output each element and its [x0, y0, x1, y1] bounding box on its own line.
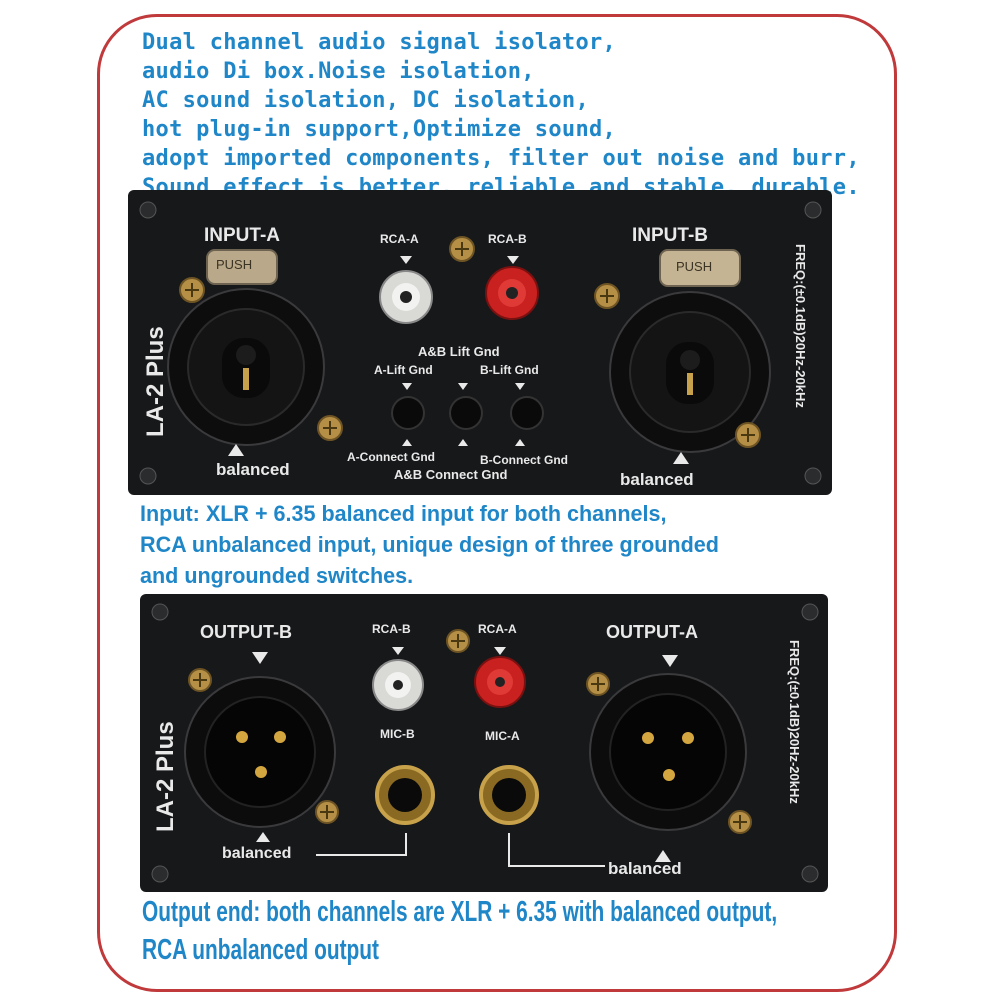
- corner-screw-icon: [139, 467, 157, 485]
- middle-caption-line: RCA unbalanced input, unique design of t…: [140, 532, 719, 557]
- middle-caption: Input: XLR + 6.35 balanced input for bot…: [140, 498, 719, 591]
- rounded-border-frame: [97, 14, 897, 992]
- ground-switch-ab-button: [449, 396, 483, 430]
- corner-screw-icon: [151, 865, 169, 883]
- ground-switch-b-button: [510, 396, 544, 430]
- b-lift-gnd-label: B-Lift Gnd: [480, 363, 539, 377]
- corner-screw-icon: [151, 603, 169, 621]
- model-label: LA-2 Plus: [152, 721, 179, 832]
- freq-label: FREQ:(±0.1dB)20Hz-20kHz: [787, 640, 802, 804]
- bottom-caption-line: Output end: both channels are XLR + 6.35…: [142, 896, 778, 928]
- mic-b-label: MIC-B: [380, 727, 415, 741]
- lift-gnd-title: A&B Lift Gnd: [418, 344, 500, 359]
- top-caption-line: audio Di box.Noise isolation,: [142, 59, 535, 84]
- output-a-label: OUTPUT-A: [606, 622, 698, 642]
- connect-gnd-title: A&B Connect Gnd: [394, 467, 508, 482]
- balanced-output-right-label: balanced: [608, 859, 682, 878]
- output-b-label: OUTPUT-B: [200, 622, 292, 642]
- ground-switch-a-button: [391, 396, 425, 430]
- corner-screw-icon: [801, 603, 819, 621]
- corner-screw-icon: [801, 865, 819, 883]
- input-b-label: INPUT-B: [632, 225, 708, 246]
- rca-b-output-label: RCA-B: [372, 622, 411, 636]
- bottom-caption-line: RCA unbalanced output: [142, 934, 380, 966]
- corner-screw-icon: [804, 467, 822, 485]
- input-a-label: INPUT-A: [204, 225, 280, 246]
- balanced-left-label: balanced: [216, 460, 290, 479]
- balanced-right-label: balanced: [620, 470, 694, 489]
- corner-screw-icon: [139, 201, 157, 219]
- middle-caption-line: and ungrounded switches.: [140, 563, 414, 588]
- a-connect-gnd-label: A-Connect Gnd: [347, 450, 435, 464]
- rca-a-label: RCA-A: [380, 232, 419, 246]
- top-caption-line: AC sound isolation, DC isolation,: [142, 88, 589, 113]
- mic-a-label: MIC-A: [485, 729, 520, 743]
- push-tab-b-icon: [659, 249, 741, 287]
- top-caption-line: adopt imported components, filter out no…: [142, 146, 860, 171]
- balanced-output-left-label: balanced: [222, 845, 292, 862]
- top-caption: Dual channel audio signal isolator, audi…: [142, 28, 860, 202]
- a-lift-gnd-label: A-Lift Gnd: [374, 363, 433, 377]
- push-a-label: PUSH: [216, 257, 253, 272]
- middle-caption-line: Input: XLR + 6.35 balanced input for bot…: [140, 501, 667, 526]
- rca-a-output-label: RCA-A: [478, 622, 517, 636]
- top-caption-line: hot plug-in support,Optimize sound,: [142, 117, 617, 142]
- push-b-label: PUSH: [676, 259, 713, 274]
- rca-b-label: RCA-B: [488, 232, 527, 246]
- push-tab-a-icon: [206, 249, 278, 285]
- bottom-caption: Output end: both channels are XLR + 6.35…: [142, 893, 777, 969]
- corner-screw-icon: [804, 201, 822, 219]
- b-connect-gnd-label: B-Connect Gnd: [480, 453, 568, 467]
- top-caption-line: Dual channel audio signal isolator,: [142, 30, 617, 55]
